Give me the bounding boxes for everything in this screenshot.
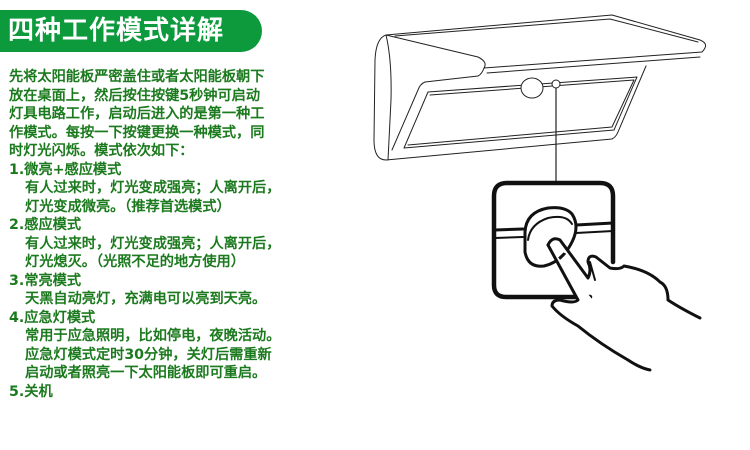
mode-desc-line: 常用于应急照明，比如停电，夜晚活动。 (25, 328, 281, 344)
mode-5: 5.关机 (9, 383, 339, 402)
page-title: 四种工作模式详解 (8, 16, 225, 46)
intro-line: 放在桌面上，然后按住按键5秒钟可启动 (9, 87, 261, 104)
mode-title: 5.关机 (9, 383, 53, 400)
intro-paragraph: 先将太阳能板严密盖住或者太阳能板朝下 放在桌面上，然后按住按键5秒钟可启动 灯具… (9, 68, 339, 161)
mode-title: 3.常亮模式 (9, 272, 82, 289)
mode-title: 4.应急灯模式 (9, 309, 96, 326)
mode-desc-line: 应急灯模式定时30分钟，关灯后需重新 (25, 346, 272, 363)
mode-1: 1.微亮+感应模式 有人过来时，灯光变成强亮；人离开后， 灯光变成微亮。（推荐首… (9, 161, 339, 217)
mode-2: 2.感应模式 有人过来时，灯光变成强亮；人离开后， 灯光熄灭。（光照不足的地方使… (9, 216, 339, 272)
motion-sensor-icon (520, 77, 561, 99)
finger-pressing-button-icon (491, 180, 702, 372)
mode-desc-line: 有人过来时，灯光变成强亮；人离开后， (25, 180, 281, 196)
mode-desc-line: 有人过来时，灯光变成强亮；人离开后， (25, 235, 281, 252)
mode-desc-line: 天黑自动亮灯，充满电可以亮到天亮。 (25, 291, 267, 307)
mode-desc-line: 灯光熄灭。（光照不足的地方使用） (25, 254, 245, 270)
title-banner: 四种工作模式详解 (0, 10, 262, 52)
mode-desc-line: 灯光变成微亮。（推荐首选模式） (25, 198, 231, 215)
intro-line: 先将太阳能板严密盖住或者太阳能板朝下 (9, 69, 265, 85)
mode-4: 4.应急灯模式 常用于应急照明，比如停电，夜晚活动。 应急灯模式定时30分钟，关… (9, 309, 339, 383)
instructions-text: 先将太阳能板严密盖住或者太阳能板朝下 放在桌面上，然后按住按键5秒钟可启动 灯具… (9, 68, 339, 401)
intro-line: 作模式。每按一下按键更换一种模式，同 (9, 124, 265, 141)
solar-wall-lamp-icon (373, 14, 706, 161)
mode-3: 3.常亮模式 天黑自动亮灯，充满电可以亮到天亮。 (9, 272, 339, 309)
mode-title: 1.微亮+感应模式 (9, 161, 122, 178)
mode-desc-line: 启动或者照亮一下太阳能板即可重启。 (25, 365, 267, 381)
mode-title: 2.感应模式 (9, 217, 82, 233)
intro-line: 时灯光闪烁。模式依次如下： (9, 143, 194, 159)
intro-line: 灯具电路工作，启动后进入的是第一种工 (9, 106, 265, 122)
